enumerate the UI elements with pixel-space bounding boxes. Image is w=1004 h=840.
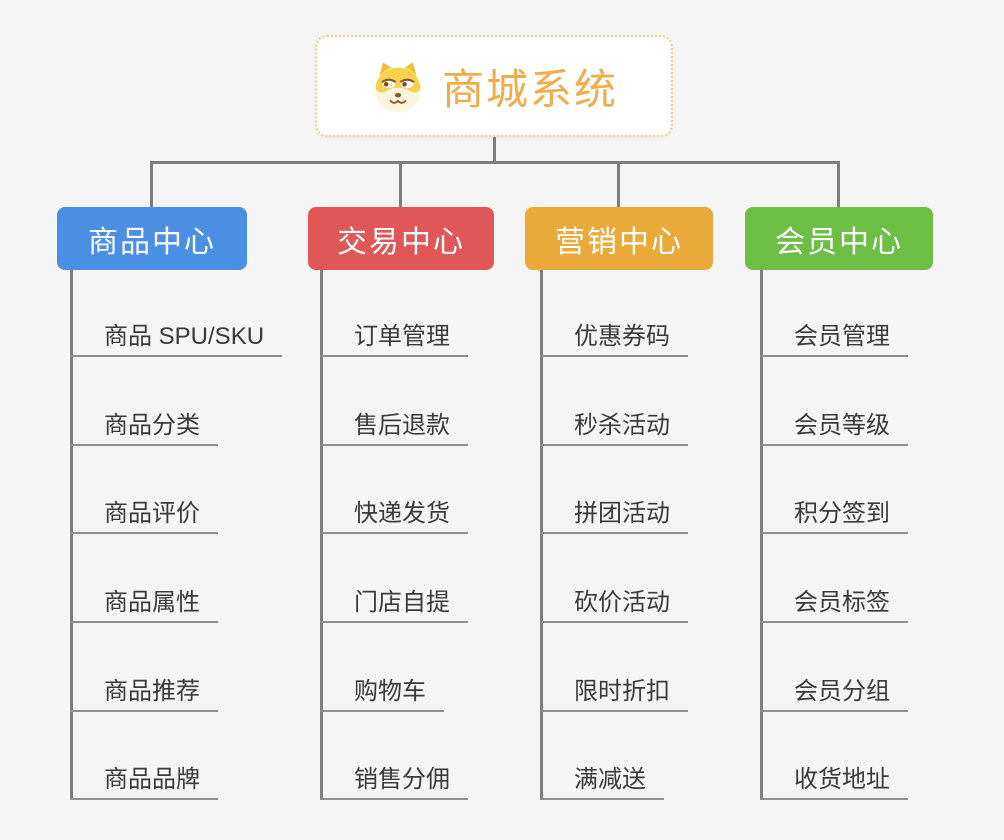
connector-drop-trade [399,161,402,207]
leaf-item[interactable]: 门店自提 [320,577,468,623]
leaf-item[interactable]: 购物车 [320,666,444,712]
connector-drop-member [837,161,840,207]
leaf-item[interactable]: 会员标签 [760,577,908,623]
branch-header-product-center[interactable]: 商品中心 [57,207,247,270]
connector-drop-marketing [617,161,620,207]
leaf-item[interactable]: 收货地址 [760,754,908,800]
spine-trade-center [320,270,323,800]
leaf-item[interactable]: 商品评价 [70,488,218,534]
leaf-item[interactable]: 拼团活动 [540,488,688,534]
leaf-item[interactable]: 销售分佣 [320,754,468,800]
spine-product-center [70,270,73,800]
connector-root-stub [493,137,496,163]
leaf-item[interactable]: 会员管理 [760,311,908,357]
leaf-item[interactable]: 会员等级 [760,400,908,446]
shiba-dog-icon [375,62,421,113]
spine-member-center [760,270,763,800]
root-topic-title: 商城系统 [441,65,618,113]
leaf-item[interactable]: 订单管理 [320,311,468,357]
leaf-item[interactable]: 满减送 [540,754,664,800]
connector-drop-product [150,161,153,207]
leaf-item[interactable]: 商品推荐 [70,666,218,712]
branch-header-member-center[interactable]: 会员中心 [745,207,933,270]
leaf-item[interactable]: 商品品牌 [70,754,218,800]
branch-header-trade-center[interactable]: 交易中心 [308,207,494,270]
leaf-item[interactable]: 秒杀活动 [540,400,688,446]
leaf-item[interactable]: 售后退款 [320,400,468,446]
leaf-item[interactable]: 商品 SPU/SKU [70,311,283,357]
leaf-item[interactable]: 快递发货 [320,488,468,534]
leaf-item[interactable]: 砍价活动 [540,577,688,623]
leaf-item[interactable]: 限时折扣 [540,666,688,712]
leaf-item[interactable]: 商品分类 [70,400,218,446]
leaf-item[interactable]: 会员分组 [760,666,908,712]
spine-marketing-center [540,270,543,800]
leaf-item[interactable]: 商品属性 [70,577,218,623]
connector-horizontal-bus [150,161,840,164]
branch-header-marketing-center[interactable]: 营销中心 [525,207,713,270]
leaf-item[interactable]: 积分签到 [760,488,908,534]
leaf-item[interactable]: 优惠券码 [540,311,688,357]
root-topic-mall-system[interactable]: 商城系统 [315,35,673,137]
